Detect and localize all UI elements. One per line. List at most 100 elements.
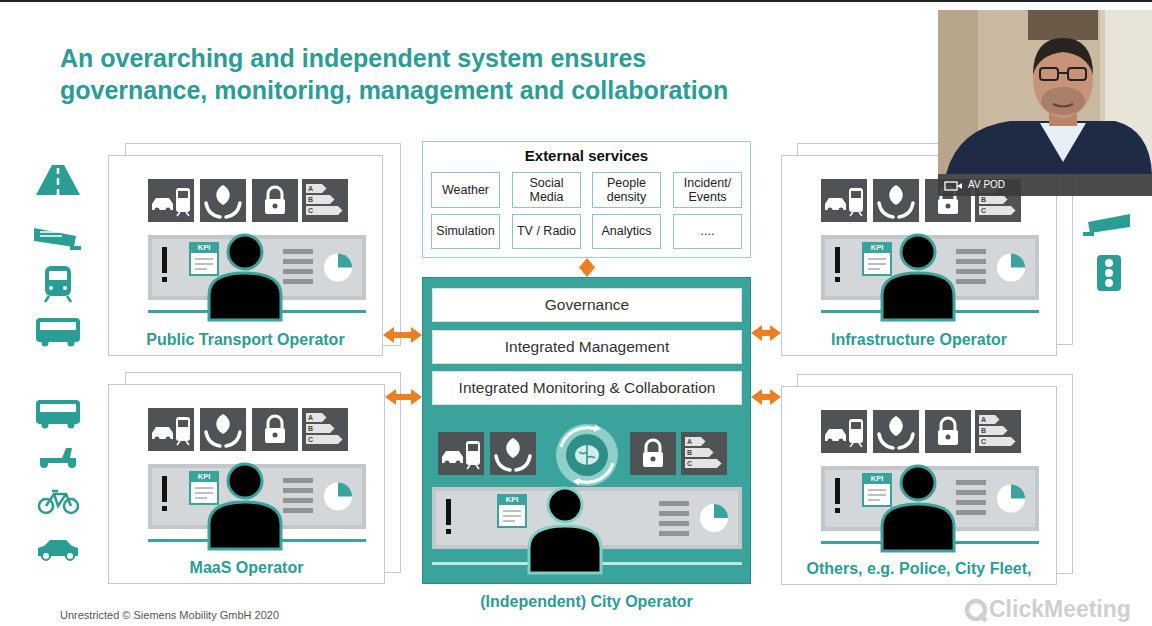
double-arrow [579,258,595,277]
operator-console-art [283,488,313,493]
operator-console-art [828,208,833,213]
operator-console-art [338,483,352,497]
operator-console-art [152,427,173,439]
mode-icon [70,246,81,250]
node-text: Social Media [515,176,578,205]
operator-console-art [162,506,167,511]
operator-console-art [659,531,689,536]
operator-console-art [228,235,262,269]
node-text: (Independent) City Operator [403,593,770,611]
operator-console-art [1011,254,1025,268]
operator-console-art [283,259,313,264]
operator-console-art [177,212,189,216]
mode-icon [49,271,67,280]
operator-console-art [873,179,919,222]
operator-console-art [979,437,1016,446]
operator-console-art [283,508,313,513]
operator-console-art [148,408,194,451]
operator-console-art [148,539,366,542]
operator-console-art [851,422,861,429]
mode-icon [64,499,78,513]
double-arrow [383,327,422,343]
operator-console-art [579,463,613,482]
operator-console-art [148,464,366,529]
mode-icon [1105,269,1113,277]
operator-console-art [868,490,886,500]
operator-console-art [155,437,160,442]
mode-icon [68,422,75,429]
operator-console-art [324,254,352,282]
node-text: TV / Radio [517,224,576,238]
operator-console-art [835,247,840,273]
operator-console-art [216,414,230,434]
node-text: Integrated Monitoring & Collaboration [459,379,716,397]
operator-console-art [498,495,526,527]
operator-console-art [956,249,986,254]
node-text: Incident/ Events [676,176,739,205]
operator-console-art [503,511,521,521]
watermark-logo [967,601,986,621]
operator-console-art [190,243,218,253]
operator-console-art [306,435,343,444]
operator-console-art [496,456,530,470]
mode-icon [66,552,74,560]
webcam-feed [946,121,1152,174]
operator-console-art [879,434,913,448]
node-text: .... [701,224,715,238]
webcam-feed [1100,10,1152,174]
operator-console-art [956,259,986,264]
operator-console-art [825,239,1035,296]
service-cell: Incident/ Events [673,172,742,208]
operator-console-art [925,179,971,222]
operator-console-art [155,208,160,213]
operator-console-art [306,195,335,204]
operator-console-art [681,432,727,475]
operator-console-art [302,408,348,451]
webcam-feed [1041,87,1085,115]
operator-card: MaaS Operator [108,384,385,584]
mode-icon [49,286,53,290]
mode-icon [34,228,76,247]
slide-title: An overarching and independent system en… [60,42,800,106]
mode-icon [45,266,71,296]
operator-console-art [821,466,1039,531]
double-arrow [385,389,422,405]
operator-console-art [630,432,676,475]
operator-console-art [659,511,689,516]
node-text: MaaS Operator [109,558,384,577]
city-operator-box: (Independent) City OperatorGovernanceInt… [422,277,751,584]
operator-console-art [821,179,867,222]
watermark-logo [980,614,986,621]
node-text: Integrated Management [505,338,670,356]
operator-console-art [283,498,313,503]
operator-console-art [268,416,282,428]
operator-console-art [166,208,171,213]
operator-console-art [162,247,167,273]
operator-console-art [162,476,167,502]
operator-card: Others, e.g. Police, City Fleet, [781,386,1057,585]
operator-console-art [975,410,1021,453]
mode-icon [36,400,80,424]
operator-console-art [209,273,281,320]
operator-console-art [467,465,479,469]
operator-console-art [882,504,954,551]
operator-console-art [190,472,218,482]
operator-console-art [938,199,958,214]
operator-console-art [975,179,1021,222]
operator-console-art [152,239,362,296]
node-text: External services [423,147,750,164]
operator-console-art [548,488,582,522]
operator-console-art [839,439,844,444]
double-arrow [751,389,781,405]
operator-console-art [863,474,891,506]
operator-console-art [821,310,1039,313]
webcam-feed [1049,106,1077,126]
mode-icon [42,340,49,347]
operator-console-art [579,445,595,465]
mode-icon [1105,279,1113,287]
service-cell: People density [592,172,661,208]
webcam-feed [938,10,978,174]
node-text: Public Transport Operator [109,330,382,349]
mode-icon [1105,259,1113,267]
operator-console-art [148,408,366,549]
